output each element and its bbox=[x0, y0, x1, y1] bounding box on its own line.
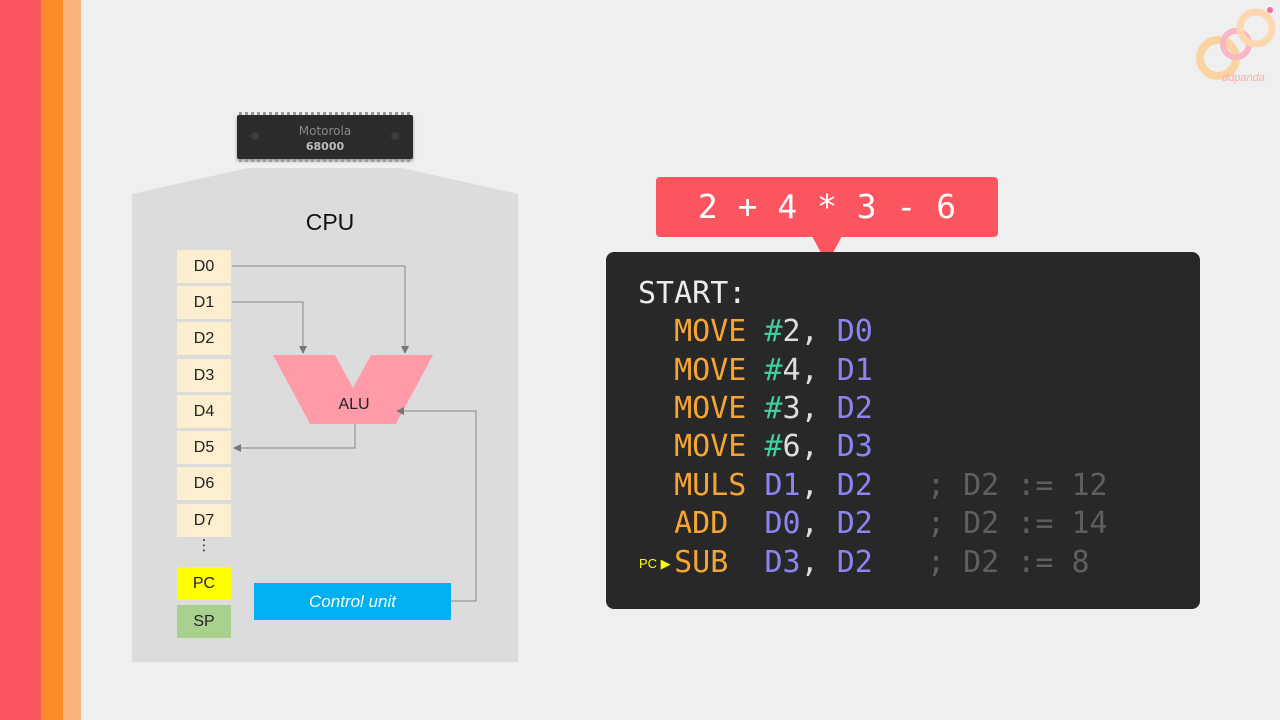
code-label-start: START: bbox=[638, 276, 747, 311]
code-whitespace bbox=[638, 429, 674, 464]
code-immediate-prefix: # bbox=[764, 391, 783, 426]
code-whitespace: , bbox=[800, 468, 837, 503]
chip-pins-top bbox=[239, 112, 411, 115]
chip-notch-right bbox=[391, 132, 399, 140]
decorative-stripe-peach bbox=[63, 0, 81, 720]
code-opcode: MOVE bbox=[674, 429, 765, 464]
register-pc: PC bbox=[177, 567, 231, 600]
chip-name: Motorola bbox=[298, 124, 352, 138]
code-immediate-prefix: # bbox=[764, 353, 783, 388]
code-whitespace bbox=[873, 429, 927, 464]
code-opcode: MULS bbox=[674, 468, 765, 503]
code-line: MOVE #4, D1 bbox=[638, 352, 927, 390]
code-opcode: MOVE bbox=[674, 314, 765, 349]
code-immediate-prefix: # bbox=[764, 314, 783, 349]
code-source: D0 bbox=[764, 506, 801, 541]
code-opcode: SUB bbox=[674, 545, 765, 580]
code-opcode: MOVE bbox=[674, 353, 765, 388]
code-whitespace bbox=[873, 314, 927, 349]
code-whitespace bbox=[638, 506, 674, 541]
code-opcode: MOVE bbox=[674, 391, 765, 426]
alu-label: ALU bbox=[338, 396, 370, 413]
wire-control-to-alu bbox=[396, 407, 477, 602]
register-sp: SP bbox=[177, 605, 231, 638]
code-line: MULS D1, D2 ; D2 := 12 bbox=[638, 467, 1108, 505]
code-line: MOVE #3, D2 bbox=[638, 390, 927, 428]
control-unit: Control unit bbox=[254, 583, 451, 620]
decorative-stripe-red bbox=[0, 0, 41, 720]
code-whitespace bbox=[638, 468, 674, 503]
code-source: 3 bbox=[782, 391, 801, 426]
wire-d0-to-alu bbox=[232, 265, 409, 354]
expression-text: 2 + 4 * 3 - 6 bbox=[697, 187, 957, 226]
code-whitespace: , bbox=[800, 506, 837, 541]
cpu-title: CPU bbox=[305, 209, 355, 235]
chip-notch-left bbox=[251, 132, 259, 140]
register-d7: D7 bbox=[177, 504, 231, 537]
code-destination: D3 bbox=[836, 429, 873, 464]
code-whitespace: , bbox=[800, 314, 837, 349]
code-destination: D2 bbox=[836, 545, 873, 580]
code-destination: D1 bbox=[836, 353, 873, 388]
ddpanda-logo bbox=[1196, 7, 1276, 80]
code-whitespace bbox=[638, 314, 674, 349]
code-whitespace bbox=[873, 468, 927, 503]
pc-marker: PC ▶ bbox=[639, 556, 671, 571]
code-destination: D0 bbox=[836, 314, 873, 349]
register-d2: D2 bbox=[177, 322, 231, 355]
code-comment: ; D2 := 12 bbox=[927, 468, 1108, 503]
register-d3: D3 bbox=[177, 359, 231, 392]
code-whitespace: , bbox=[800, 545, 837, 580]
code-comment: ; D2 := 14 bbox=[927, 506, 1108, 541]
code-line: MOVE #2, D0 bbox=[638, 313, 927, 351]
alu-shape bbox=[273, 355, 433, 424]
logo-text: ddpanda bbox=[1222, 72, 1265, 84]
code-line: MOVE #6, D3 bbox=[638, 428, 927, 466]
register-d0: D0 bbox=[177, 250, 231, 283]
code-source: 6 bbox=[782, 429, 801, 464]
motorola-chip: Motorola 68000 bbox=[237, 112, 413, 162]
register-ellipsis: ⋮ bbox=[196, 536, 212, 554]
code-whitespace: , bbox=[800, 429, 837, 464]
code-whitespace bbox=[638, 391, 674, 426]
code-whitespace: , bbox=[800, 353, 837, 388]
code-panel bbox=[606, 252, 1200, 609]
register-d6: D6 bbox=[177, 467, 231, 500]
expression-bubble: 2 + 4 * 3 - 6 bbox=[656, 177, 998, 237]
code-destination: D2 bbox=[836, 506, 873, 541]
code-comment: ; D2 := 8 bbox=[927, 545, 1090, 580]
code-whitespace bbox=[873, 506, 927, 541]
code-whitespace bbox=[873, 391, 927, 426]
code-immediate-prefix: # bbox=[764, 429, 783, 464]
code-whitespace: , bbox=[800, 391, 837, 426]
code-source: 2 bbox=[782, 314, 801, 349]
code-source: D3 bbox=[764, 545, 801, 580]
code-destination: D2 bbox=[836, 391, 873, 426]
chip-pins-bottom bbox=[239, 159, 411, 162]
wire-d1-to-alu bbox=[232, 301, 307, 354]
code-whitespace bbox=[873, 353, 927, 388]
register-d5: D5 bbox=[177, 431, 231, 464]
code-source: D1 bbox=[764, 468, 801, 503]
register-d1: D1 bbox=[177, 286, 231, 319]
register-d4: D4 bbox=[177, 395, 231, 428]
wire-alu-to-d5 bbox=[233, 424, 356, 452]
decorative-stripe-orange bbox=[41, 0, 63, 720]
code-line: ADD D0, D2 ; D2 := 14 bbox=[638, 505, 1108, 543]
code-source: 4 bbox=[782, 353, 801, 388]
code-destination: D2 bbox=[836, 468, 873, 503]
code-line: SUB D3, D2 ; D2 := 8 bbox=[638, 544, 1090, 582]
code-whitespace bbox=[638, 353, 674, 388]
code-whitespace bbox=[873, 545, 927, 580]
code-opcode: ADD bbox=[674, 506, 765, 541]
chip-model: 68000 bbox=[305, 140, 345, 153]
